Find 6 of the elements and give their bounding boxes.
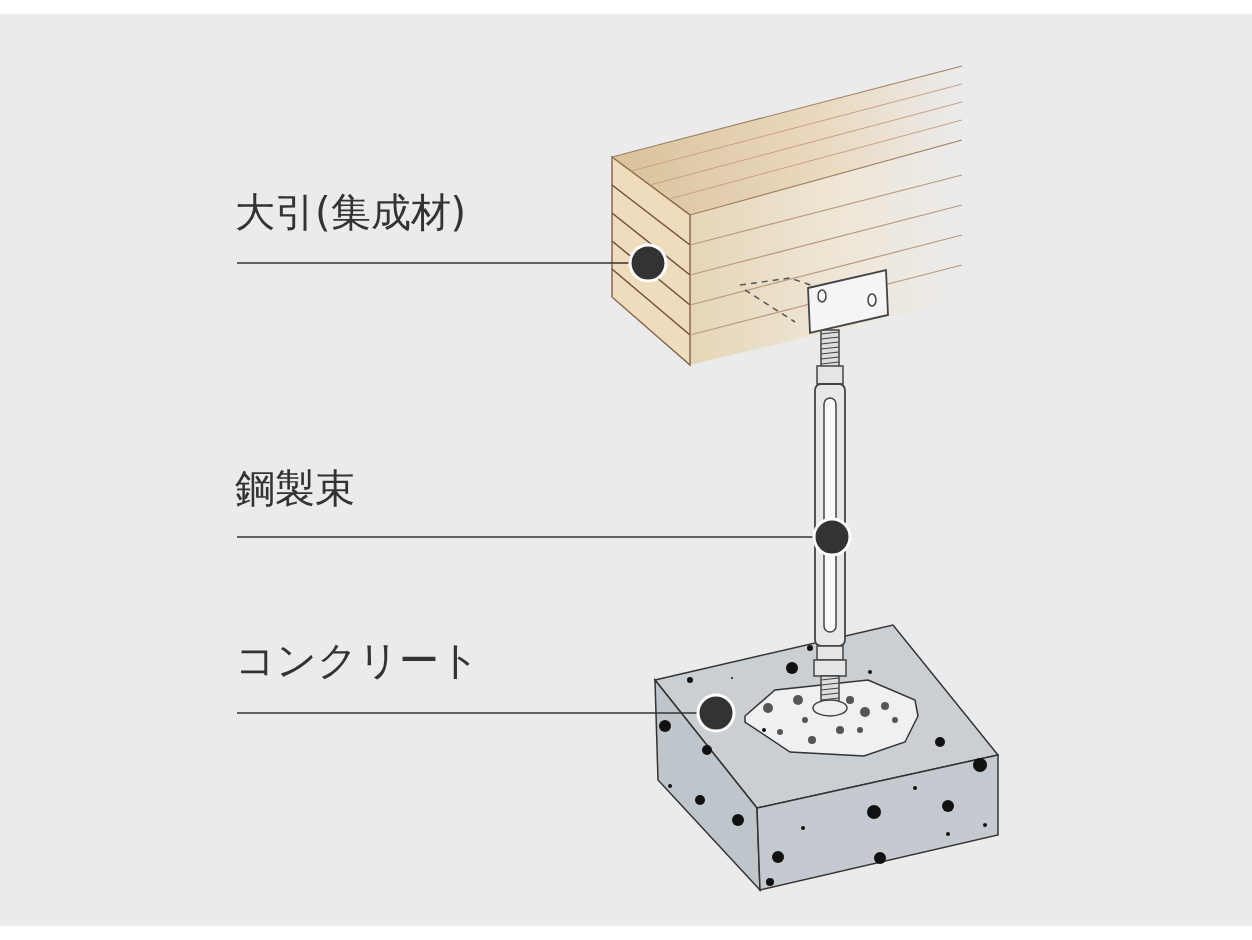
part-label: コンクリート	[235, 636, 481, 684]
part-label: 鋼製束	[235, 464, 356, 512]
part-label: 大引(集成材)	[235, 188, 468, 236]
leader-line	[236, 243, 668, 283]
leader-line	[236, 693, 736, 733]
leader-line	[236, 517, 852, 557]
